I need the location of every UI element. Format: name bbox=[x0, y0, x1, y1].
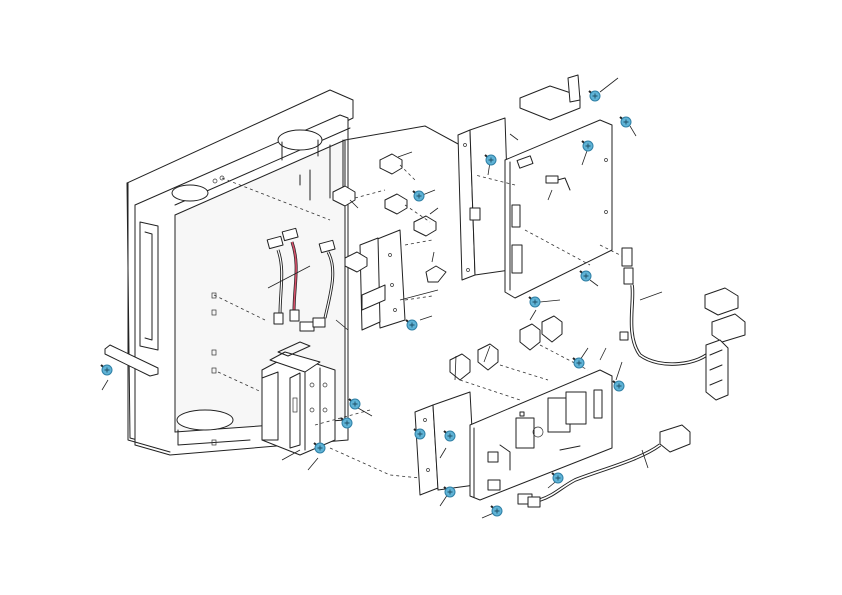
screw-icon bbox=[581, 140, 594, 152]
upper-pcb-assembly bbox=[457, 74, 631, 299]
cable-clips-upper bbox=[332, 153, 447, 283]
screw-icon bbox=[484, 154, 497, 166]
screw-icon bbox=[443, 430, 456, 442]
center-bracket bbox=[359, 229, 433, 331]
screw-icon bbox=[528, 296, 541, 308]
screw-icon bbox=[572, 357, 585, 369]
screw-icon bbox=[348, 398, 361, 410]
harness-lower bbox=[517, 424, 691, 508]
screw-icon bbox=[619, 116, 632, 128]
screw-icon bbox=[490, 505, 503, 517]
screw-icon bbox=[588, 90, 601, 102]
front-handle bbox=[104, 344, 159, 377]
screw-icon bbox=[551, 472, 564, 484]
screw-icon bbox=[412, 190, 425, 202]
screw-icon bbox=[313, 442, 326, 454]
screw-icon bbox=[413, 428, 426, 440]
power-supply-block bbox=[261, 341, 441, 481]
leader-lines bbox=[101, 77, 663, 519]
screw-icon bbox=[443, 486, 456, 498]
screw-icon bbox=[340, 417, 353, 429]
harness-center bbox=[266, 227, 336, 332]
harness-right bbox=[619, 247, 746, 401]
screw-icon bbox=[100, 364, 113, 376]
screw-icon bbox=[405, 319, 418, 331]
screw-icon bbox=[579, 270, 592, 282]
screws-layer bbox=[100, 90, 632, 517]
lower-pcb-assembly bbox=[414, 315, 613, 501]
screw-icon bbox=[612, 380, 625, 392]
